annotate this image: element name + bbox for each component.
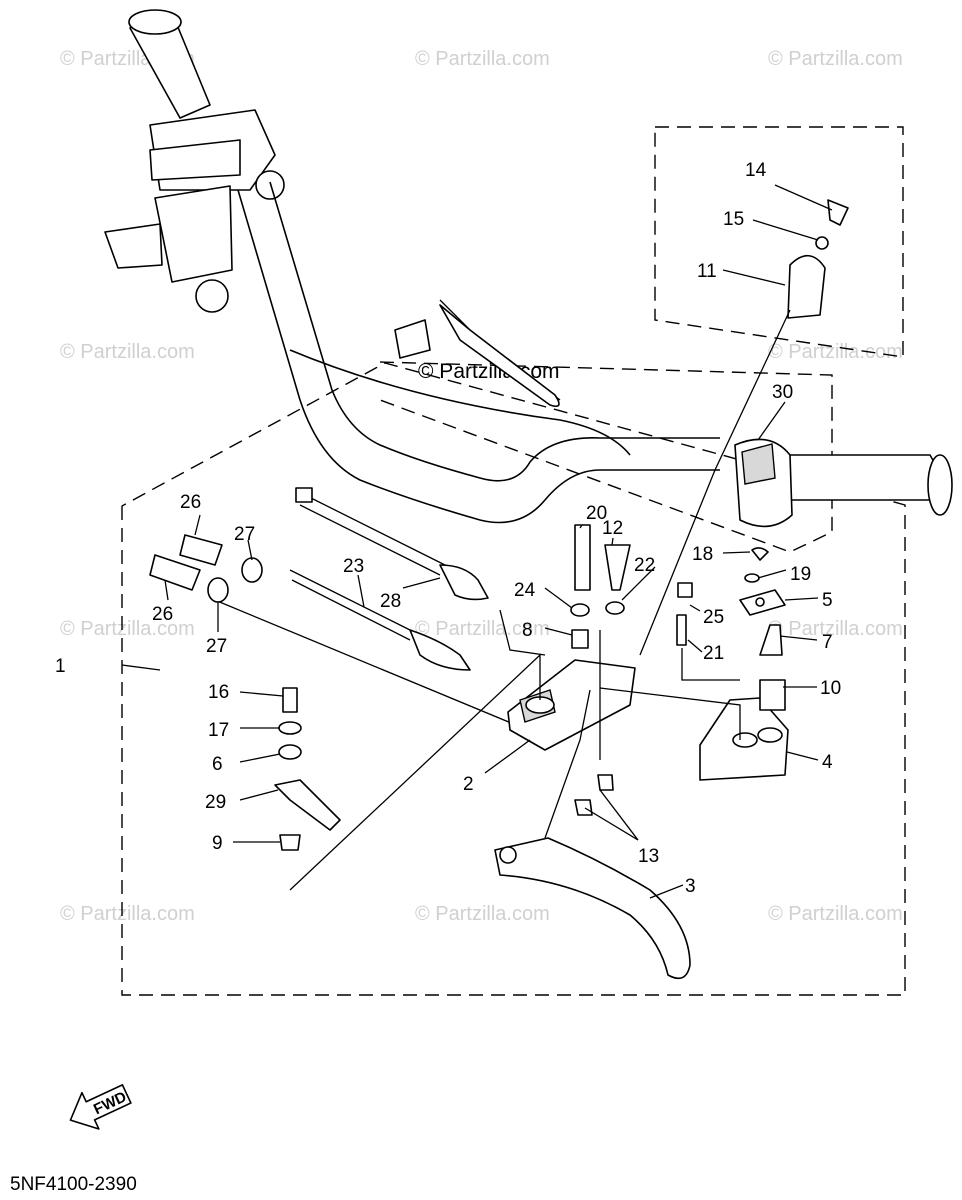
callout-26-lower: 26: [152, 604, 173, 625]
callout-4: 4: [822, 752, 833, 773]
callouts: 1 2 3 4 5 6 7 8 9 10 11 12 13 14 15 16 1…: [55, 160, 841, 897]
callout-25: 25: [703, 607, 724, 628]
watermark: © Partzilla.com: [415, 903, 550, 925]
callout-10: 10: [820, 678, 841, 699]
callout-27-upper: 27: [234, 524, 255, 545]
center-watermark: © Partzilla.com: [418, 360, 560, 383]
callout-9: 9: [212, 833, 223, 854]
adjuster-26a: [179, 534, 223, 566]
lever: [494, 837, 691, 980]
callout-26-upper: 26: [180, 492, 201, 513]
callout-8: 8: [522, 620, 533, 641]
callout-30: 30: [772, 382, 793, 403]
callout-19: 19: [790, 564, 811, 585]
callout-24: 24: [514, 580, 536, 601]
watermark: © Partzilla.com: [768, 48, 903, 70]
callout-5: 5: [822, 590, 833, 611]
watermark: © Partzilla.com: [415, 618, 550, 640]
watermark: © Partzilla.com: [415, 48, 550, 70]
callout-15: 15: [723, 209, 744, 230]
bracket-29: [274, 779, 341, 831]
watermark: © Partzilla.com: [768, 341, 903, 363]
callout-16: 16: [208, 682, 229, 703]
lever-assembly: [149, 199, 849, 980]
callout-11: 11: [697, 261, 717, 282]
assembly-outline-2: [654, 126, 904, 358]
callout-3: 3: [685, 876, 696, 897]
watermark: © Partzilla.com: [60, 618, 195, 640]
callout-6: 6: [212, 754, 223, 775]
arrow-icon: [69, 1084, 132, 1130]
adjuster-26b: [149, 554, 201, 591]
lever-holder: [507, 659, 636, 751]
callout-17: 17: [208, 720, 229, 741]
forward-arrow: FWD: [69, 1084, 132, 1130]
callout-21: 21: [703, 643, 724, 664]
assembly-outline-1: [121, 362, 906, 996]
callout-1: 1: [55, 656, 66, 677]
callout-7: 7: [822, 632, 833, 653]
watermarks: © Partzilla.com © Partzilla.com © Partzi…: [60, 48, 903, 925]
callout-2: 2: [463, 774, 474, 795]
assembly-outline-3: [379, 361, 833, 553]
leader-lines: [121, 184, 833, 899]
diagram-code: 5NF4100-2390: [10, 1174, 137, 1195]
callout-20: 20: [586, 503, 607, 524]
callout-18: 18: [692, 544, 713, 565]
callout-14: 14: [745, 160, 767, 181]
cables: [209, 299, 561, 736]
callout-28: 28: [380, 591, 401, 612]
watermark: © Partzilla.com: [60, 903, 195, 925]
callout-12: 12: [602, 518, 623, 539]
callout-22: 22: [634, 555, 655, 576]
watermark: © Partzilla.com: [768, 618, 903, 640]
watermark: © Partzilla.com: [768, 903, 903, 925]
callout-29: 29: [205, 792, 226, 813]
handlebar: [104, 9, 953, 528]
watermark: © Partzilla.com: [60, 341, 195, 363]
bolt-16: [282, 687, 298, 713]
callout-27-lower: 27: [206, 636, 227, 657]
callout-23: 23: [343, 556, 364, 577]
callout-13: 13: [638, 846, 659, 867]
